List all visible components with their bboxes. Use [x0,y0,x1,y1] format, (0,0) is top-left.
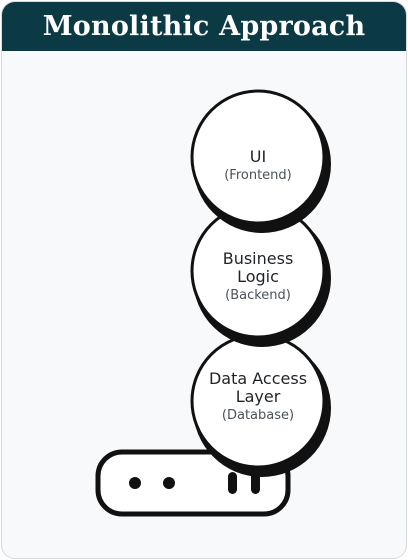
layer-ui-sub: (Frontend) [224,168,292,183]
layer-business-logic-label: Business Logic (Backend) [198,250,318,304]
layer-ui-name: UI [249,147,267,166]
layer-ui-label: UI (Frontend) [198,148,318,184]
layer-business-logic-sub: (Backend) [225,288,291,303]
layer-business-logic-name-1: Business [222,249,294,268]
layer-ui [190,89,331,233]
layer-data-access-sub: (Database) [221,408,295,423]
page-title: Monolithic Approach [42,11,366,42]
layer-business-logic-name-2: Logic [237,267,279,286]
layer-data-access [190,333,331,477]
title-bar: Monolithic Approach [2,2,406,51]
layer-data-access-name-2: Layer [235,387,281,406]
layer-data-access-label: Data Access Layer (Database) [198,370,318,424]
layer-data-access-name-1: Data Access [208,369,308,388]
